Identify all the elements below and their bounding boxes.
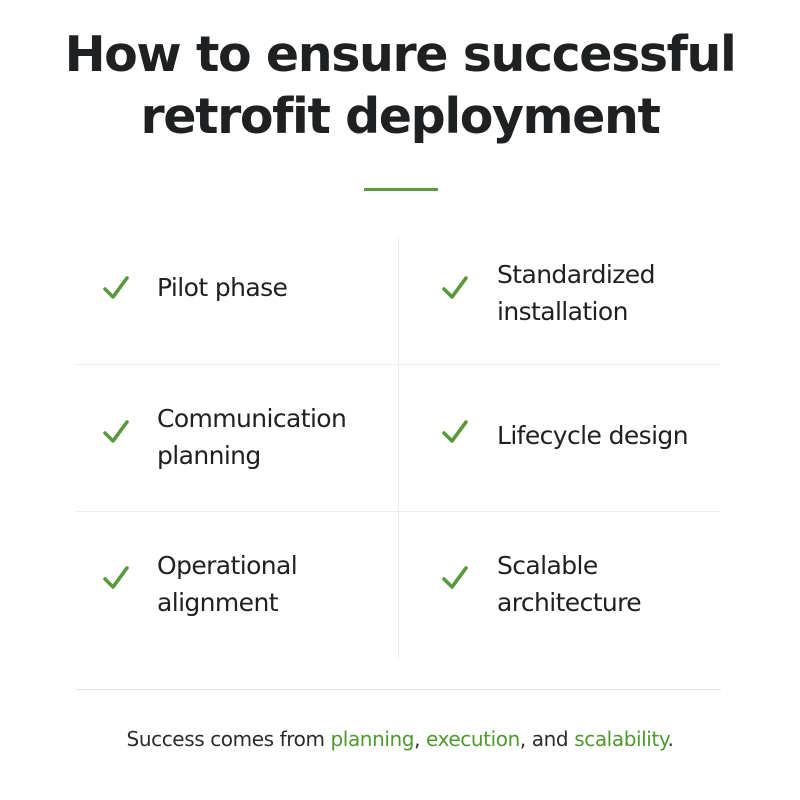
- checklist-item-label: Lifecycle design: [497, 421, 689, 450]
- page-title-line-2: retrofit deployment: [140, 88, 660, 145]
- checklist-item-label: Standardized installation: [497, 260, 655, 326]
- checkmark-icon: [442, 565, 468, 591]
- page-title: How to ensure successful retrofit deploy…: [0, 24, 800, 148]
- checklist-item-standardized-installation: Standardized installation: [399, 238, 721, 364]
- checkmark-icon: [442, 419, 468, 445]
- checklist-grid: Pilot phase Standardized installation Co…: [76, 238, 721, 658]
- title-accent-bar: [364, 188, 438, 191]
- checklist-item-scalable-architecture: Scalable architecture: [399, 512, 721, 658]
- checklist-item-label: Operational alignment: [157, 551, 298, 617]
- checklist-item-label: Pilot phase: [157, 273, 288, 302]
- footer-divider: [76, 689, 721, 690]
- footer-text: .: [667, 727, 674, 751]
- row-divider: [76, 364, 721, 365]
- footer-text: Success comes from: [126, 727, 331, 751]
- footer-text: , and: [519, 727, 575, 751]
- checklist-item-communication-planning: Communication planning: [76, 365, 398, 511]
- footer-highlight-planning: planning: [330, 727, 415, 751]
- checklist-item-label: Scalable architecture: [497, 551, 642, 617]
- checklist-item-pilot-phase: Pilot phase: [76, 238, 398, 364]
- footer-highlight-scalability: scalability: [574, 727, 668, 751]
- footer-text: ,: [414, 727, 427, 751]
- checklist-item-label: Communication planning: [157, 404, 347, 470]
- checkmark-icon: [103, 275, 129, 301]
- checkmark-icon: [442, 275, 468, 301]
- footer-highlight-execution: execution: [426, 727, 520, 751]
- column-divider: [398, 238, 399, 658]
- page-title-line-1: How to ensure successful: [64, 26, 737, 83]
- checkmark-icon: [103, 565, 129, 591]
- row-divider: [76, 511, 721, 512]
- checklist-item-operational-alignment: Operational alignment: [76, 512, 398, 658]
- checklist-item-lifecycle-design: Lifecycle design: [399, 365, 721, 511]
- checkmark-icon: [103, 419, 129, 445]
- footer-tagline: Success comes from planning, execution, …: [0, 724, 800, 754]
